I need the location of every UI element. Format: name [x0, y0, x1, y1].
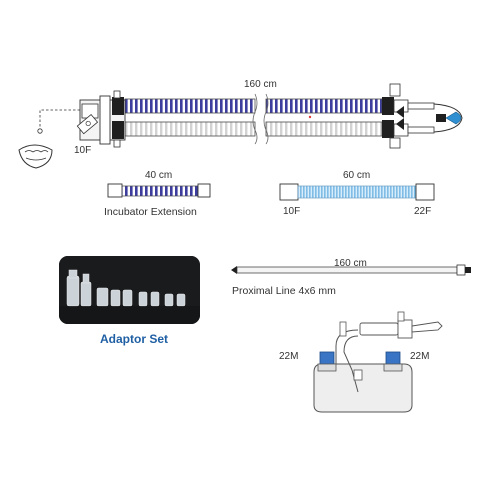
blue-tip: [445, 111, 462, 125]
port-cap-left: [319, 351, 335, 366]
chamber-port-left-label: 22M: [279, 351, 299, 362]
expiratory-extension-hose: [279, 183, 435, 201]
blue-hose-length-label: 60 cm: [343, 170, 371, 181]
breathing-circuit: [18, 83, 463, 169]
proximal-line-name-label: Proximal Line 4x6 mm: [232, 285, 336, 297]
length-break-mark: [263, 93, 269, 145]
length-break-mark: [252, 93, 258, 145]
inspiratory-hose-right: [265, 98, 383, 114]
humidifier-chamber: [313, 311, 443, 413]
blue-hose-right-size: 22F: [414, 206, 432, 217]
incubator-extension-tube: [107, 183, 211, 198]
adaptor-set-photo: [59, 256, 200, 324]
inspiratory-hose-left: [124, 98, 256, 114]
chamber-port-right-label: 22M: [410, 351, 430, 362]
extension-name-label: Incubator Extension: [104, 206, 197, 218]
proximal-line-tube: [231, 264, 471, 276]
extension-length-label: 40 cm: [145, 170, 173, 181]
leader-line: [39, 109, 80, 128]
wye-size-label: 10F: [74, 145, 92, 156]
expiratory-hose-left: [124, 121, 256, 137]
adaptor-set-label: Adaptor Set: [100, 332, 169, 346]
blue-hose-left-size: 10F: [283, 206, 301, 217]
nasal-interface-icon: [18, 144, 53, 169]
expiratory-hose-right: [265, 121, 383, 137]
circuit-length-label: 160 cm: [244, 79, 277, 90]
port-cap-right: [385, 351, 401, 366]
proximal-line-length-label: 160 cm: [334, 258, 367, 269]
